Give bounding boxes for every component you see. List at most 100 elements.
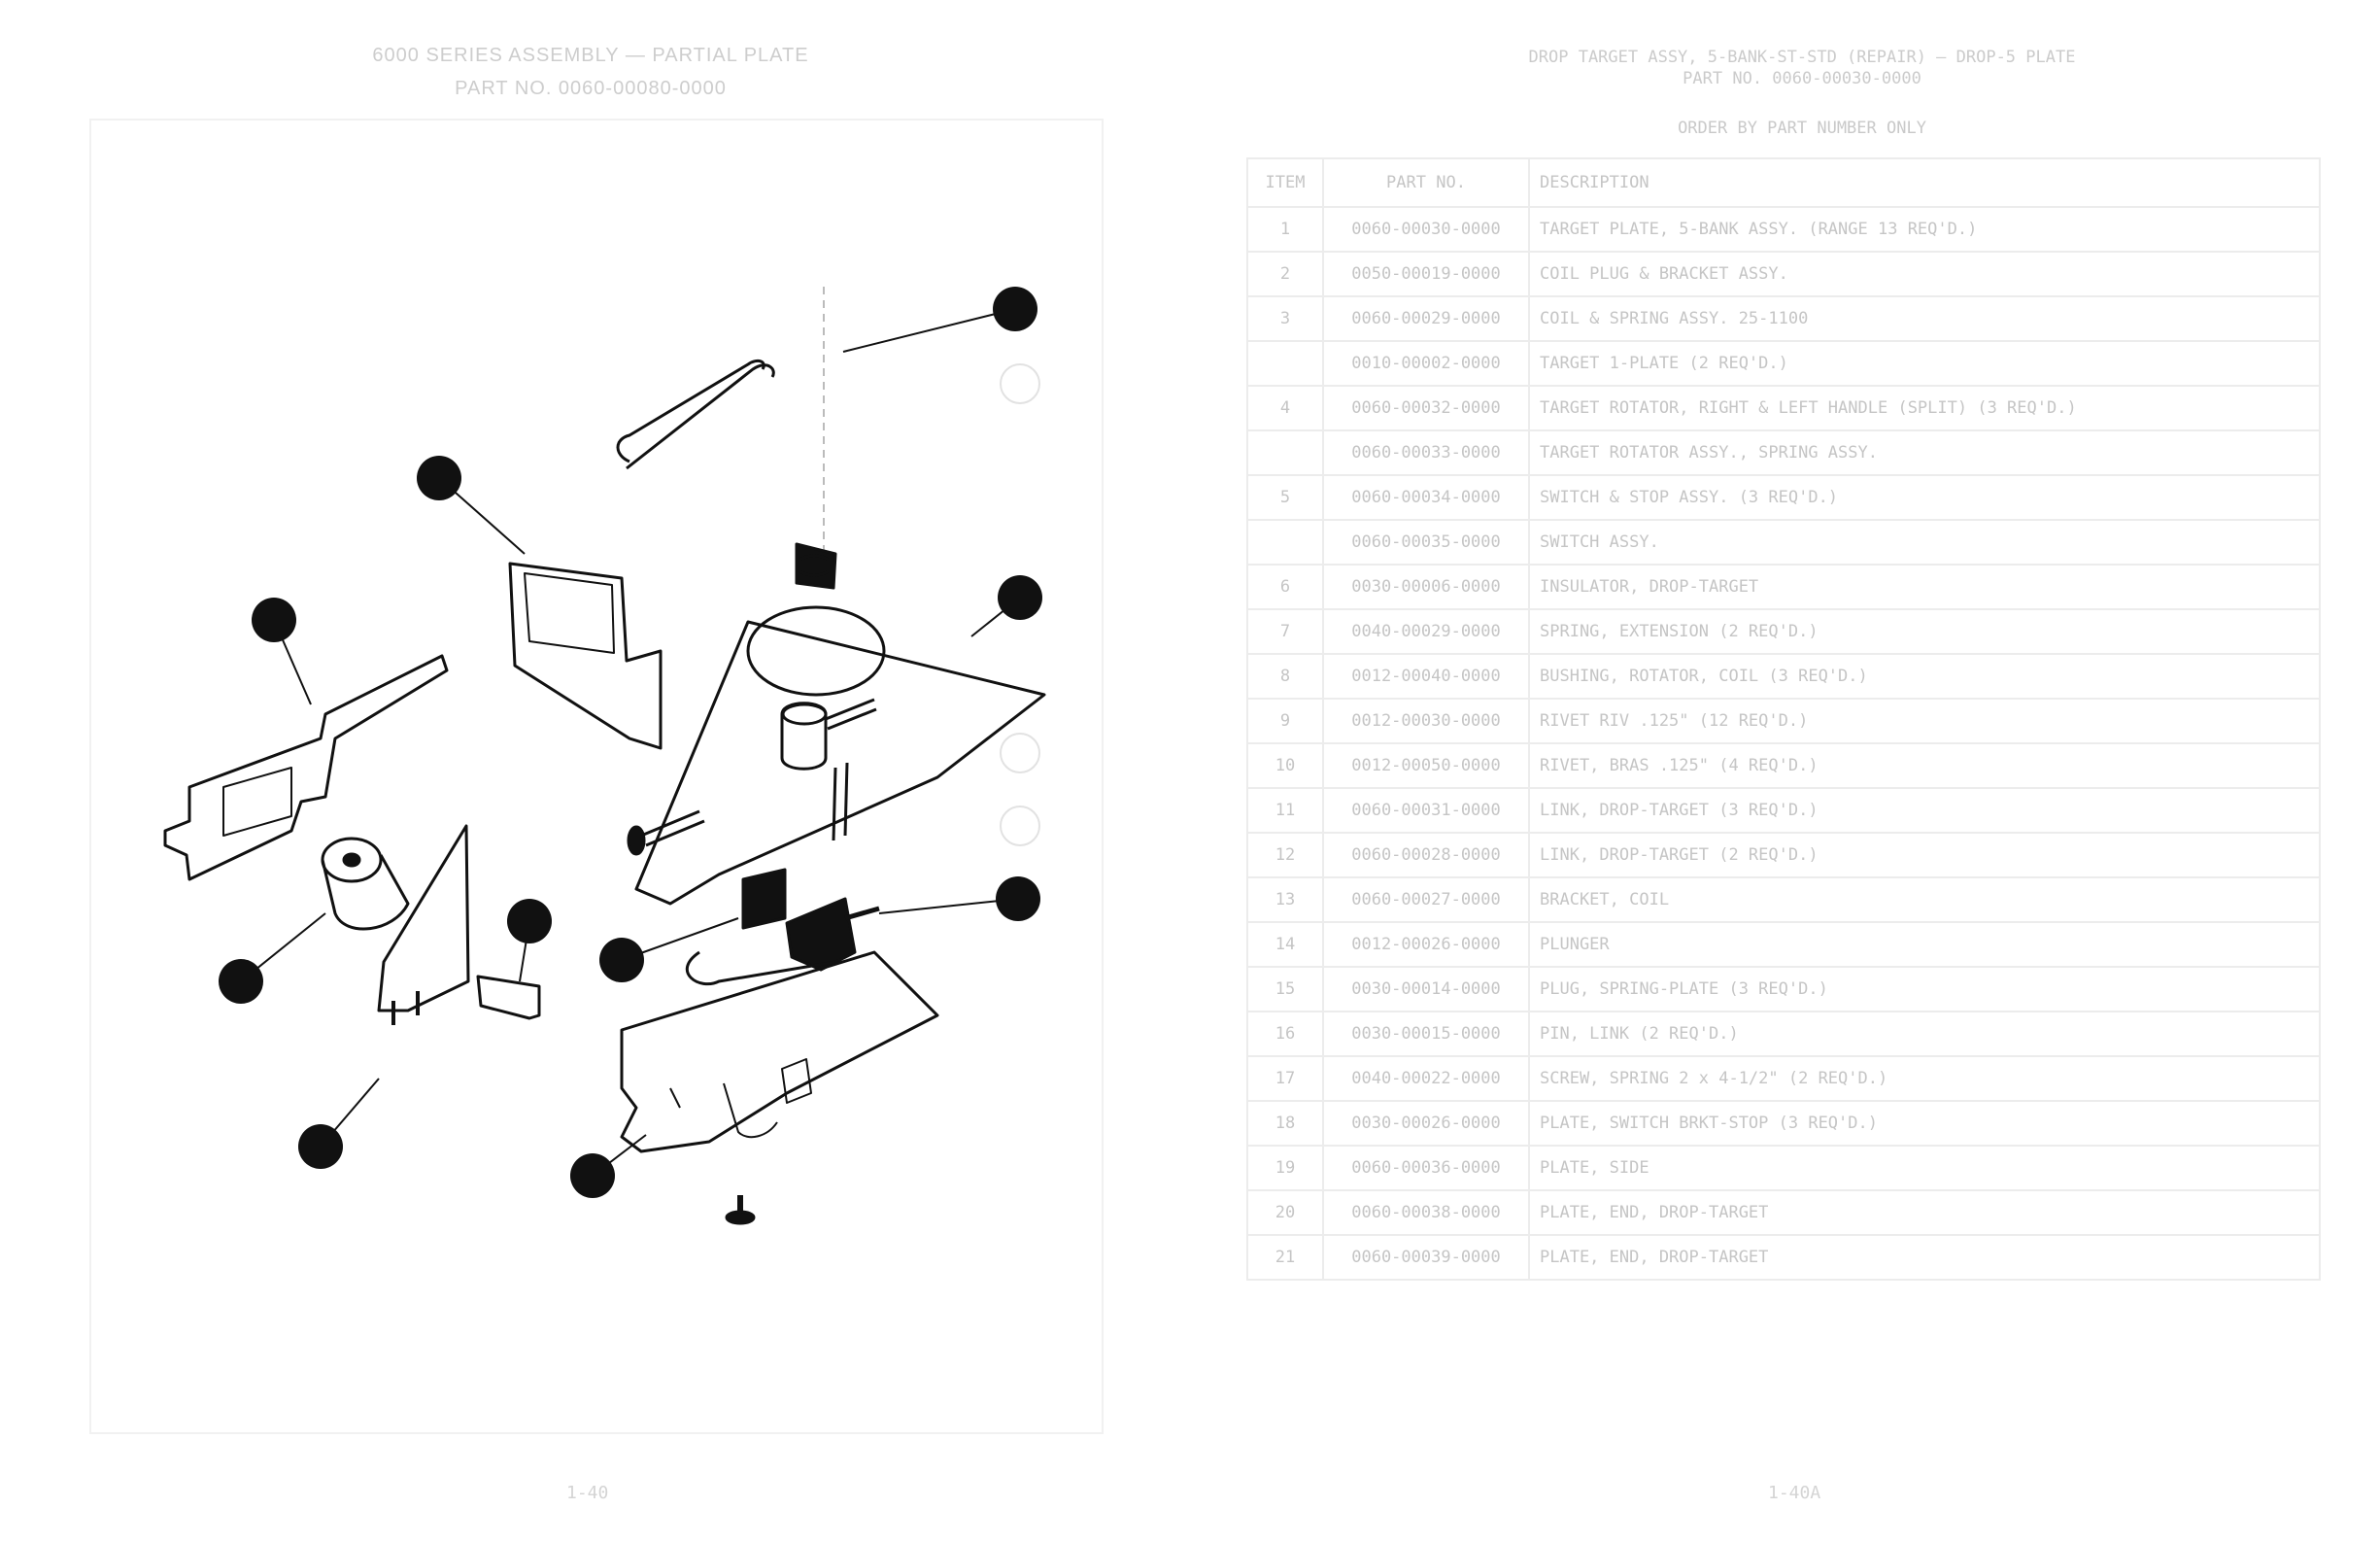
item-cell: 13 (1246, 876, 1324, 923)
description-cell: SCREW, SPRING 2 x 4-1/2" (2 REQ'D.) (1528, 1055, 2321, 1102)
description-cell: LINK, DROP-TARGET (2 REQ'D.) (1528, 832, 2321, 878)
part-number-cell: 0030-00014-0000 (1322, 966, 1530, 1012)
part-number-cell: 0060-00028-0000 (1322, 832, 1530, 878)
exploded-view-diagram (163, 287, 1046, 1225)
part-number-cell: 0012-00026-0000 (1322, 921, 1530, 968)
part-number-cell: 0060-00034-0000 (1322, 474, 1530, 521)
callout-bubble (599, 938, 644, 982)
description-cell: BRACKET, COIL (1528, 876, 2321, 923)
part-number-cell: 0040-00029-0000 (1322, 608, 1530, 655)
part-number-cell: 0050-00019-0000 (1322, 251, 1530, 297)
header-description: DESCRIPTION (1528, 157, 2321, 208)
item-cell: 20 (1246, 1189, 1324, 1236)
item-cell: 14 (1246, 921, 1324, 968)
item-cell: 19 (1246, 1145, 1324, 1191)
part-number-cell: 0030-00006-0000 (1322, 564, 1530, 610)
item-cell: 11 (1246, 787, 1324, 834)
right-title-line2: PART NO. 0060-00030-0000 (1683, 69, 1921, 88)
part-number-cell: 0060-00029-0000 (1322, 295, 1530, 342)
lower-bracket (685, 950, 836, 986)
description-cell: PLUNGER (1528, 921, 2321, 968)
part-number-cell: 0060-00031-0000 (1322, 787, 1530, 834)
description-cell: RIVET, BRAS .125" (4 REQ'D.) (1528, 742, 2321, 789)
part-number-cell: 0012-00030-0000 (1322, 698, 1530, 744)
description-cell: BUSHING, ROTATOR, COIL (3 REQ'D.) (1528, 653, 2321, 700)
insulator-card (508, 562, 663, 750)
switch-block (741, 868, 787, 930)
item-cell: 18 (1246, 1100, 1324, 1147)
description-cell: PLUG, SPRING-PLATE (3 REQ'D.) (1528, 966, 2321, 1012)
table-header-row: ITEM PART NO. DESCRIPTION (1246, 157, 2321, 208)
item-cell: 15 (1246, 966, 1324, 1012)
description-cell: PLATE, END, DROP-TARGET (1528, 1234, 2321, 1281)
part-number-cell: 0010-00002-0000 (1322, 340, 1530, 387)
rotator-disc (746, 605, 886, 697)
description-cell: PLATE, SWITCH BRKT-STOP (3 REQ'D.) (1528, 1100, 2321, 1147)
switch-bracket (163, 654, 449, 881)
item-cell: 8 (1246, 653, 1324, 700)
item-cell: 17 (1246, 1055, 1324, 1102)
part-number-cell: 0060-00030-0000 (1322, 206, 1530, 253)
part-number-cell: 0060-00035-0000 (1322, 519, 1530, 566)
callout-bubble (298, 1124, 343, 1169)
description-cell: COIL PLUG & BRACKET ASSY. (1528, 251, 2321, 297)
part-number-cell: 0030-00026-0000 (1322, 1100, 1530, 1147)
item-cell: 4 (1246, 385, 1324, 431)
base-bracket (620, 950, 939, 1153)
callout-bubble (996, 876, 1040, 921)
description-cell: TARGET ROTATOR ASSY., SPRING ASSY. (1528, 429, 2321, 476)
left-title-line2: PART NO. 0060-00080-0000 (455, 78, 727, 99)
item-cell: 12 (1246, 832, 1324, 878)
description-cell: PLATE, END, DROP-TARGET (1528, 1189, 2321, 1236)
item-cell: 7 (1246, 608, 1324, 655)
description-cell: COIL & SPRING ASSY. 25-1100 (1528, 295, 2321, 342)
callout-bubble (998, 575, 1042, 620)
item-cell: 16 (1246, 1011, 1324, 1057)
item-cell: 10 (1246, 742, 1324, 789)
description-cell: TARGET ROTATOR, RIGHT & LEFT HANDLE (SPL… (1528, 385, 2321, 431)
callout-bubble (507, 899, 552, 943)
part-number-cell: 0060-00038-0000 (1322, 1189, 1530, 1236)
coil-bracket (377, 824, 470, 1012)
item-cell: 1 (1246, 206, 1324, 253)
rotator-bushing (780, 702, 828, 771)
item-cell: 9 (1246, 698, 1324, 744)
left-page-number: 1-40 (566, 1483, 609, 1503)
description-cell: TARGET 1-PLATE (2 REQ'D.) (1528, 340, 2321, 387)
item-cell (1246, 340, 1324, 387)
header-part-no: PART NO. (1322, 157, 1530, 208)
item-cell (1246, 519, 1324, 566)
main-frame-plate (634, 620, 1046, 906)
left-page-title: 6000 SERIES ASSEMBLY — PARTIAL PLATE PAR… (0, 39, 1181, 105)
part-number-cell: 0060-00033-0000 (1322, 429, 1530, 476)
item-cell (1246, 429, 1324, 476)
description-cell: SWITCH ASSY. (1528, 519, 2321, 566)
callout-bubble (252, 598, 296, 642)
part-number-cell: 0030-00015-0000 (1322, 1011, 1530, 1057)
right-title-line1: DROP TARGET ASSY, 5-BANK-ST-STD (REPAIR)… (1528, 48, 2076, 67)
callout-bubble (993, 287, 1037, 331)
part-number-cell: 0060-00039-0000 (1322, 1234, 1530, 1281)
callout-bubble (219, 959, 263, 1004)
